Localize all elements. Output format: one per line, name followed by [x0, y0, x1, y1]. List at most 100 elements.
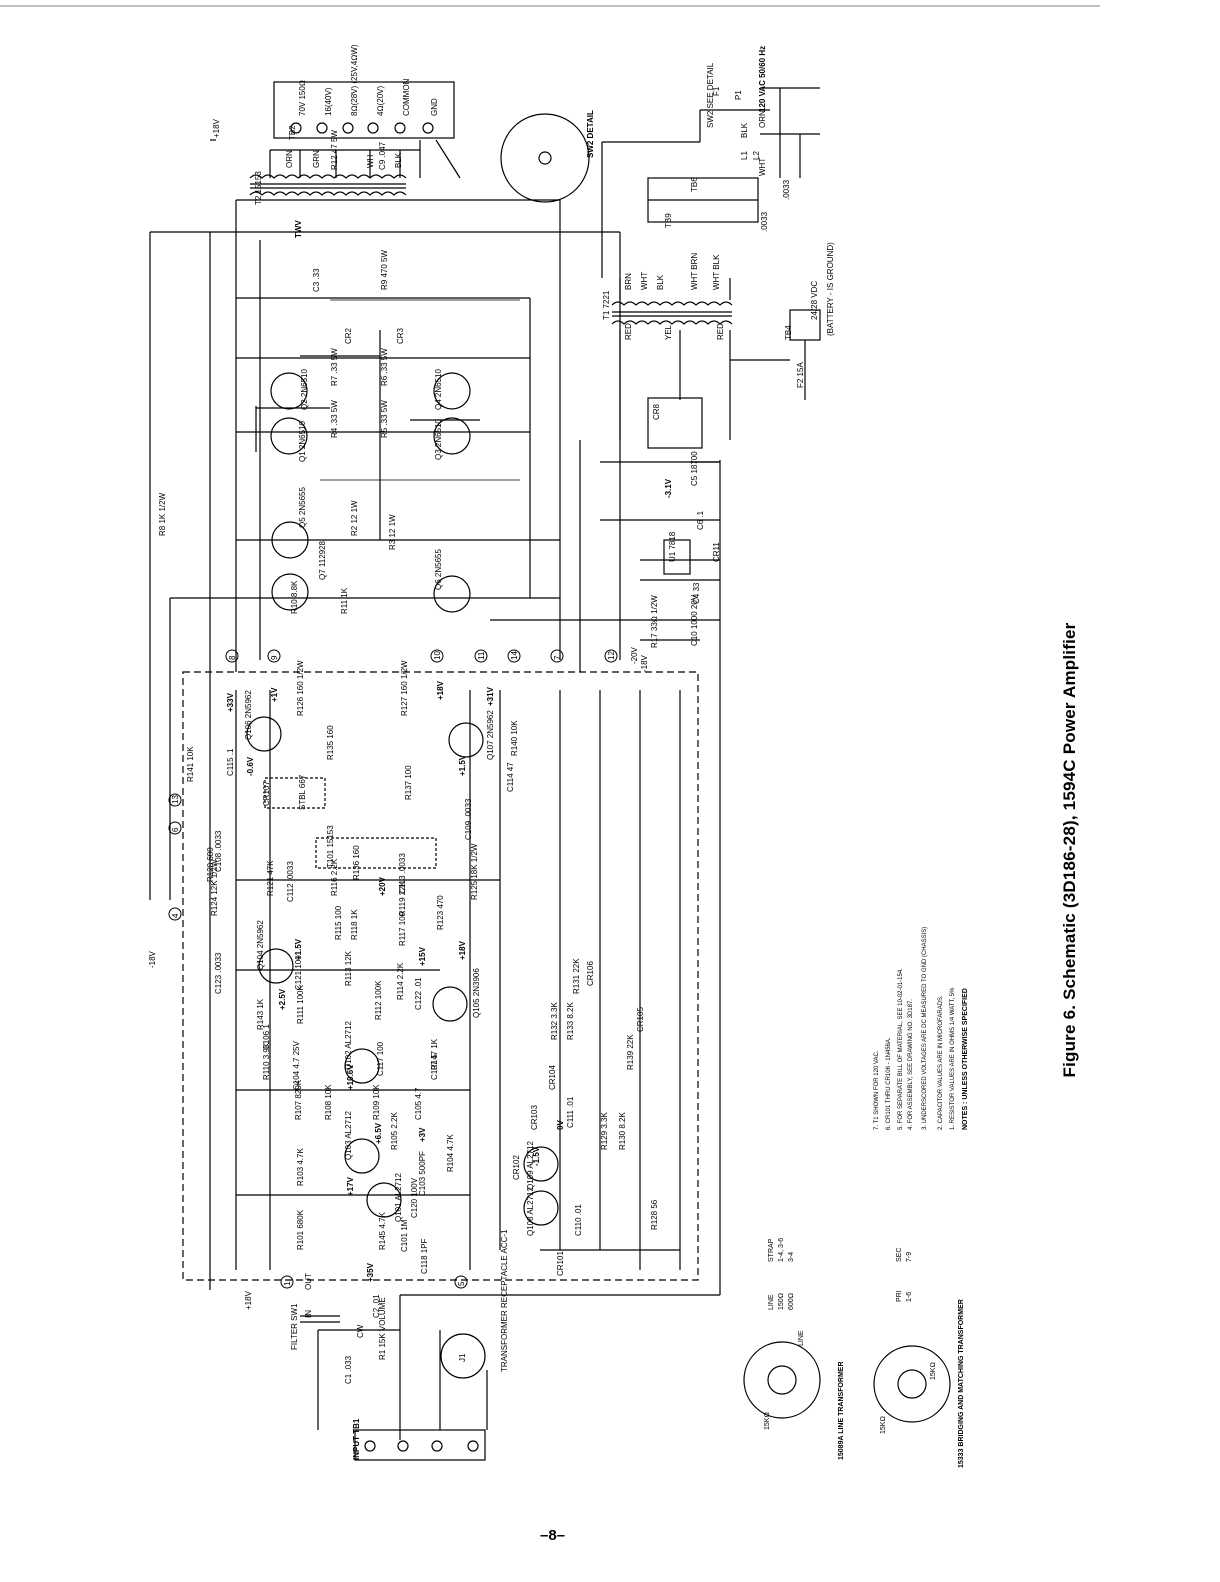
board-r145: R145 4.7K: [378, 1212, 387, 1250]
r15k-label-a: 15KΩ: [764, 1412, 771, 1430]
tap-common: COMMON: [402, 78, 411, 116]
neg3v-label: -3.1V: [664, 478, 673, 498]
board-r127: R127 160 1/2W: [400, 660, 409, 716]
board-v-65: +6.5V: [374, 1122, 383, 1144]
tap-16: 16(40V): [324, 87, 333, 116]
connector-12: 12: [607, 651, 616, 660]
wire-brn-t1: BRN: [624, 273, 633, 290]
wire-wht-t1: WHT: [640, 271, 649, 290]
board-c112: C112 .0033: [286, 861, 295, 902]
tb4-label: TB4: [784, 325, 793, 340]
r8-label: R8 1K 1/2W: [158, 492, 167, 536]
note-2: 2. CAPACITOR VALUES ARE IN MICROFARADS.: [938, 995, 944, 1130]
board-c117: C117 100: [376, 1041, 385, 1076]
input-plus18v-label: +18V: [244, 1291, 253, 1310]
board-stbl: STBL 667: [298, 774, 307, 810]
t1-label: T1 7221: [602, 290, 611, 320]
board-r139: R139 22K: [626, 1034, 635, 1070]
wire-whtbrn-t1: WHT BRN: [690, 252, 699, 290]
figure-caption-wrap: Figure 6. Schematic (3D186-28), 1594C Po…: [1046, 590, 1094, 1110]
neg18v-reg: -18V: [640, 655, 649, 672]
twv-label: TWV: [294, 220, 303, 238]
note-3: 3. UNDERSCORED VOLTAGES ARE DC MEASURED …: [922, 926, 928, 1130]
wire-blk: BLK: [394, 152, 403, 168]
prisec-row-pri: 1-6: [906, 1291, 913, 1302]
board-v-0: 0V: [556, 1120, 565, 1130]
board-r121: R121 47K: [266, 860, 275, 896]
c3-label: C3 .33: [312, 268, 321, 292]
tap-4ohm: 4Ω(20V): [376, 85, 385, 116]
tap-70v: 70V 150Ω: [298, 80, 307, 116]
board-r114: R114 2.2K: [396, 962, 405, 1000]
strap-strap-header: STRAP: [768, 1238, 775, 1262]
board-c101: C101 1M: [400, 1219, 409, 1252]
q3-label: Q3 2N6510: [434, 419, 443, 460]
q6-label: Q6 2N5655: [434, 549, 443, 590]
l1-label: L1: [740, 151, 749, 160]
wire-wh: WH: [366, 154, 375, 168]
board-cr105: CR105: [636, 1007, 645, 1032]
board-plus18v: +18V: [436, 681, 445, 700]
l2-label: L2: [752, 151, 761, 160]
board-q106: Q106 2N5962: [244, 690, 253, 740]
board-r123: R123 470: [436, 895, 445, 930]
board-q105: Q105 2N3906: [472, 968, 481, 1018]
strap-line-header: LINE: [768, 1294, 775, 1310]
board-v-25: +2.5V: [278, 988, 287, 1010]
board-c105: C105 4.7: [414, 1087, 423, 1120]
note-7: 7. T1 SHOWN FOR 120 VAC.: [874, 1050, 880, 1130]
board-r112: R112 100K: [374, 980, 383, 1020]
board-r126: R126 160 1/2W: [296, 660, 305, 716]
board-q103: Q103 AL2712: [344, 1111, 353, 1160]
board-r130: R130 8.2K: [618, 1112, 627, 1150]
board-r128: R128 56: [650, 1199, 659, 1230]
board-c103: C103 500PF: [418, 1151, 427, 1196]
board-q108: Q108 AL2712: [526, 1187, 535, 1236]
connector-10: 10: [433, 651, 442, 660]
r17-label: R17 33Ω 1/2W: [650, 595, 659, 648]
tb1-title: INPUT TB1: [352, 1418, 361, 1460]
board-r132: R132 3.3K: [550, 1002, 559, 1040]
r9-label: R9 470 5W: [380, 249, 389, 290]
sw2-detail-label: SW2 DETAIL: [586, 110, 595, 158]
wire-yel: YEL: [664, 324, 673, 340]
battery-label: 24/28 VDC: [810, 280, 819, 320]
transformer-receptacle-label: TRANSFORMER RECEPTACLE ACC-1: [500, 1229, 509, 1372]
wire-red-left: RED: [624, 323, 633, 340]
board-r125: R125 18K 1/2W: [470, 843, 479, 900]
board-v-35: +35V: [366, 1263, 375, 1282]
tb9-label: TB9: [664, 213, 673, 228]
r7-label: R7 .33 5W: [330, 348, 339, 386]
wire-orn: ORN: [285, 150, 294, 168]
board-neg18v: -18V: [148, 951, 157, 968]
filter-out-label: OUT: [304, 1273, 313, 1290]
bridging-title: 15333 BRIDGING AND MATCHING TRANSFORMER: [958, 1299, 965, 1468]
board-v-neg15: -1.5V: [532, 1146, 541, 1166]
note-4: 4. FOR ASSEMBLY, SEE DRAWING NO. 3D187.: [908, 999, 914, 1130]
cw-label: CW: [356, 1324, 365, 1338]
tb2-title: TB2: [288, 125, 297, 140]
wire-wht-p: WHT: [758, 157, 767, 176]
tap-gnd: GND: [430, 98, 439, 116]
board-c115: C115 .1: [226, 748, 235, 776]
wire-whtblk-t1: WHT BLK: [712, 254, 721, 290]
c2-label: C2 .01: [372, 1294, 381, 1318]
strap-row2-strap: 3-4: [788, 1251, 795, 1262]
r10-label: R10 8.8K: [290, 580, 299, 614]
board-r118: R118 1K: [350, 909, 359, 940]
c6-label: C6 .1: [696, 510, 705, 530]
board-c104: C104 4.7 25V: [292, 1041, 301, 1090]
r3-label: R3 12 1W: [388, 514, 397, 550]
board-r111: R111 100K: [296, 985, 305, 1024]
c10-label: C10 1000 20V: [690, 594, 699, 646]
board-r103: R103 4.7K: [296, 1148, 305, 1186]
board-q101: Q101 AL2712: [394, 1173, 403, 1222]
board-cr103: CR103: [530, 1105, 539, 1130]
board-q107: Q107 2N5962: [486, 710, 495, 760]
board-q102: Q102 AL2712: [344, 1021, 353, 1070]
tb2-strip: [273, 81, 455, 139]
board-cr106: CR106: [586, 961, 595, 986]
p1-label: P1: [734, 90, 743, 100]
wire-blk-t1: BLK: [656, 274, 665, 290]
cr8-bridge: [647, 397, 703, 449]
